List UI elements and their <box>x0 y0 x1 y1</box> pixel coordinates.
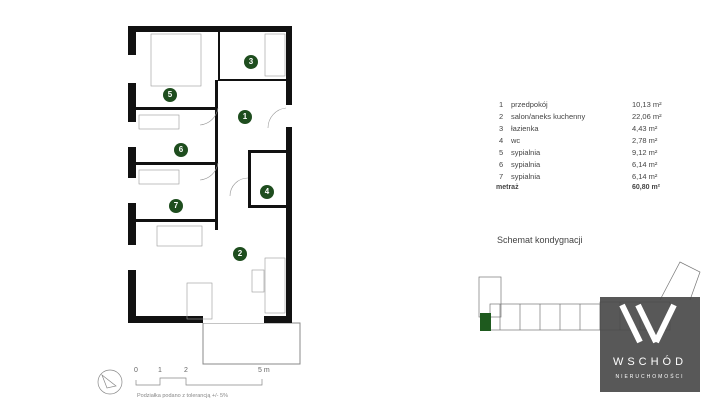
room-name: sypialnia <box>511 160 541 169</box>
schema-title: Schemat kondygnacji <box>497 235 583 245</box>
room-name: łazienka <box>511 124 539 133</box>
room-no: 6 <box>499 160 504 169</box>
scale-tick: 5 m <box>258 367 270 374</box>
room-area: 2,78 m² <box>632 136 658 145</box>
room-marker-3: 3 <box>244 55 258 69</box>
total-area: 60,80 m² <box>632 184 661 191</box>
room-area: 9,12 m² <box>632 148 658 157</box>
room-area: 4,43 m² <box>632 124 658 133</box>
room-name: przedpokój <box>511 100 548 109</box>
total-label: metraż <box>496 184 519 191</box>
furniture <box>138 33 287 320</box>
company-logo: WSCHÓD NIERUCHOMOŚCI <box>600 297 700 392</box>
logo-name: WSCHÓD <box>612 356 688 368</box>
room-name: salon/aneks kuchenny <box>511 112 586 121</box>
room-no: 3 <box>499 124 504 133</box>
room-marker-2: 2 <box>233 247 247 261</box>
walls <box>128 26 292 323</box>
scale-tick: 1 <box>158 367 162 374</box>
room-no: 2 <box>499 112 504 121</box>
scale-tick: 2 <box>184 367 188 374</box>
scale-bar <box>97 369 263 395</box>
room-marker-1: 1 <box>238 110 252 124</box>
room-area: 6,14 m² <box>632 172 658 181</box>
room-name: sypialnia <box>511 172 541 181</box>
room-no: 1 <box>499 100 504 109</box>
room-marker-4: 4 <box>260 185 274 199</box>
room-marker-7: 7 <box>169 199 183 213</box>
windows <box>128 55 292 323</box>
room-no: 7 <box>499 172 504 181</box>
room-no: 5 <box>499 148 504 157</box>
room-no: 4 <box>499 136 504 145</box>
room-marker-5: 5 <box>163 88 177 102</box>
scale-tick: 0 <box>134 367 138 374</box>
room-area: 22,06 m² <box>632 112 662 121</box>
apartment-highlight <box>480 313 491 331</box>
logo-sub: NIERUCHOMOŚCI <box>615 374 685 380</box>
w-logo-icon <box>619 303 677 344</box>
scale-caption: Podziałka podano z tolerancją +/- 5% <box>137 393 228 399</box>
room-marker-6: 6 <box>174 143 188 157</box>
balcony <box>202 322 301 365</box>
room-area: 10,13 m² <box>632 100 662 109</box>
room-name: wc <box>511 136 521 145</box>
room-area: 6,14 m² <box>632 160 658 169</box>
room-name: sypialnia <box>511 148 541 157</box>
